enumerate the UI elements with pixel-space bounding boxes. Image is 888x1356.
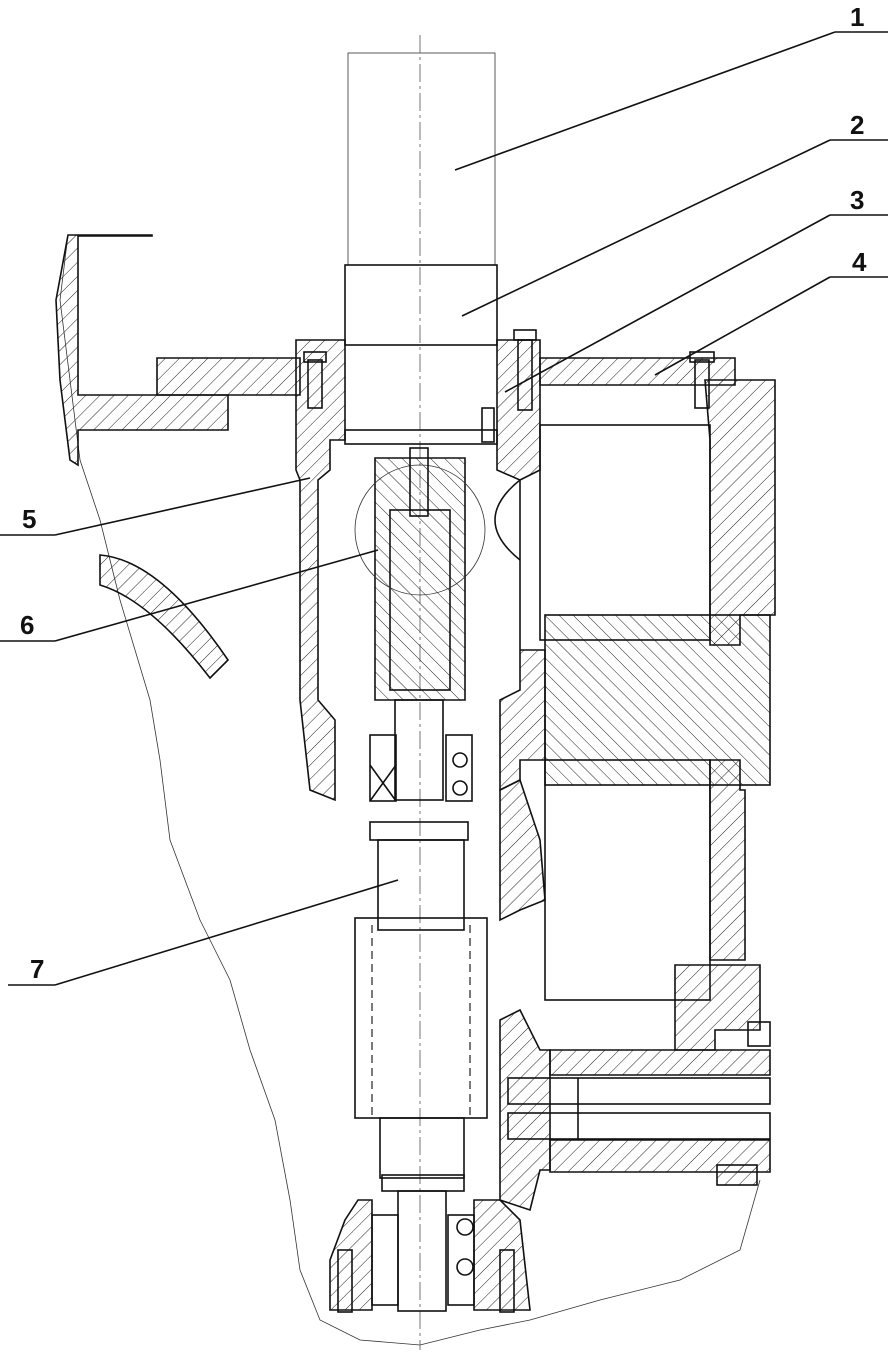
lower-housing-left xyxy=(329,1199,373,1311)
right-boss xyxy=(544,614,771,786)
right-housing-bottom2 xyxy=(549,1139,771,1173)
shaft-bottom xyxy=(397,1190,447,1312)
shaft-upper xyxy=(394,699,444,801)
shaft-lower xyxy=(379,1117,465,1179)
callout-6: 6 xyxy=(0,549,379,642)
housing-right-mid xyxy=(499,778,546,922)
right-tab xyxy=(716,1164,758,1186)
bottom-bolt-left xyxy=(337,1249,353,1313)
bolt-inner xyxy=(481,407,495,443)
callout-label-5: 5 xyxy=(22,504,36,534)
callout-2: 2 xyxy=(461,110,888,317)
callout-5: 5 xyxy=(0,477,311,536)
lower-housing-right xyxy=(473,1199,531,1311)
callout-label-3: 3 xyxy=(850,185,864,215)
shaft-pinion xyxy=(354,917,488,1119)
motor-adapter-body xyxy=(344,264,498,346)
frame-wall-left xyxy=(55,234,229,467)
callout-3: 3 xyxy=(504,185,888,393)
callout-label-4: 4 xyxy=(852,247,867,277)
coupling-sleeve xyxy=(374,457,466,701)
bolt-left xyxy=(307,359,323,409)
key xyxy=(409,447,429,517)
shaft-middle xyxy=(377,839,465,931)
pin-upper xyxy=(507,1077,771,1105)
callout-label-1: 1 xyxy=(850,2,864,32)
bolt-right-head xyxy=(513,329,537,341)
lower-bearing xyxy=(371,1214,475,1306)
bolt-flange-right-head xyxy=(689,351,715,363)
right-frame-lower xyxy=(709,759,746,961)
housing-right-wall xyxy=(496,339,546,792)
bottom-bolt-right xyxy=(499,1249,515,1313)
coupling-bore xyxy=(389,509,451,691)
callout-7: 7 xyxy=(8,879,399,986)
machine-body-outline xyxy=(59,234,761,1346)
housing-window-upper xyxy=(539,424,711,641)
housing-inner-curve xyxy=(494,479,521,561)
upper-bearing xyxy=(369,734,473,802)
right-bolt-head xyxy=(747,1021,771,1047)
housing-right-lower xyxy=(499,1008,551,1212)
callout-1: 1 xyxy=(454,2,888,171)
curved-plate xyxy=(99,554,230,680)
housing-left-wall xyxy=(295,339,346,802)
right-housing-bottom xyxy=(549,1049,771,1076)
adapter-ring xyxy=(344,429,498,445)
callout-label-2: 2 xyxy=(850,110,864,140)
shaft-collar xyxy=(369,821,469,841)
pin-lower xyxy=(507,1112,771,1140)
coupling-ball xyxy=(354,464,486,596)
upper-column xyxy=(347,52,496,266)
callout-label-7: 7 xyxy=(30,954,44,984)
callout-4: 4 xyxy=(654,247,888,376)
top-flange xyxy=(156,357,301,396)
right-frame-upper xyxy=(704,379,776,646)
housing-window-lower xyxy=(544,759,711,1001)
callout-label-6: 6 xyxy=(20,610,34,640)
bolt-left-head xyxy=(303,351,327,363)
